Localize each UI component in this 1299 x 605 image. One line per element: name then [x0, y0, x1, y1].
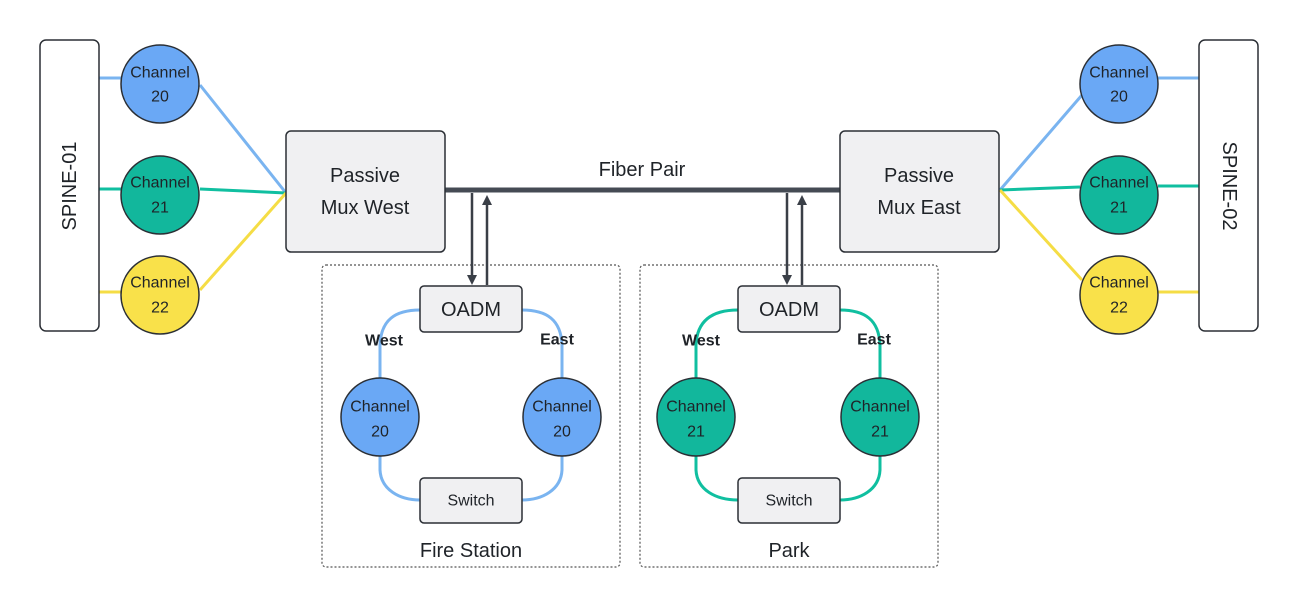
- ring-fire-station-west-lower: [378, 455, 421, 502]
- park-site-label: Park: [768, 540, 810, 562]
- mux-west[interactable]: Passive Mux West: [285, 130, 446, 253]
- ring-park-west-upper: [694, 308, 739, 380]
- right-channel-20-line2: 20: [1110, 89, 1128, 106]
- right-channel-21-line2: 21: [1110, 200, 1128, 217]
- ring-park-west-lower: [694, 455, 739, 502]
- fire-station-oadm-label: OADM: [441, 299, 501, 321]
- ring-park-east-upper: [839, 308, 882, 380]
- fire-station-channel-west-line1: Channel: [350, 399, 410, 416]
- left-channel-21-line2: 21: [151, 200, 169, 217]
- spine-02-label: SPINE-02: [1218, 142, 1240, 231]
- park-channel-east-line1: Channel: [850, 399, 910, 416]
- right-channel-20[interactable]: Channel 20: [1079, 44, 1159, 124]
- fire-station-site-label: Fire Station: [420, 540, 522, 562]
- ring-fire-station-west-upper: [378, 308, 421, 380]
- left-channel-22-line2: 22: [151, 300, 169, 317]
- fire-station-channel-east[interactable]: Channel 20: [522, 377, 602, 457]
- ring-park-east-lower: [839, 455, 882, 502]
- ch20-muxwest-link: [198, 84, 288, 194]
- fire-station-switch[interactable]: Switch: [419, 477, 523, 524]
- park-drop: [782, 193, 807, 285]
- right-channel-21[interactable]: Channel 21: [1079, 155, 1159, 235]
- park-switch-label: Switch: [765, 493, 812, 510]
- spine-02[interactable]: SPINE-02: [1198, 39, 1259, 332]
- park-west-label: West: [682, 333, 721, 350]
- ring-fire-station-east-upper: [521, 308, 564, 380]
- park-oadm[interactable]: OADM: [737, 285, 841, 333]
- right-channel-22-line2: 22: [1110, 300, 1128, 317]
- ring-fire-station-east-lower: [521, 455, 564, 502]
- spine-01-label: SPINE-01: [59, 142, 81, 231]
- mux-east-line1: Passive: [884, 165, 954, 187]
- left-channel-20[interactable]: Channel 20: [120, 44, 200, 124]
- park-oadm-label: OADM: [759, 299, 819, 321]
- park-east-label: East: [857, 332, 891, 349]
- ring-fire-station: [378, 308, 564, 502]
- ch22-muxeast-link: [998, 188, 1084, 282]
- right-channel-22[interactable]: Channel 22: [1079, 255, 1159, 335]
- park-channel-west-line1: Channel: [666, 399, 726, 416]
- park-channel-west-line2: 21: [687, 424, 705, 441]
- left-channel-22-line1: Channel: [130, 275, 190, 292]
- right-channel-22-line1: Channel: [1089, 275, 1149, 292]
- ch20-muxeast-link: [998, 94, 1084, 191]
- ch21-muxwest-link: [199, 187, 287, 195]
- park-switch[interactable]: Switch: [737, 477, 841, 524]
- left-channel-21[interactable]: Channel 21: [120, 155, 200, 235]
- fire-station-channel-west[interactable]: Channel 20: [340, 377, 420, 457]
- left-channel-22[interactable]: Channel 22: [120, 255, 200, 335]
- left-channel-21-line1: Channel: [130, 175, 190, 192]
- fire-station-oadm[interactable]: OADM: [419, 285, 523, 333]
- fiber-pair-label: Fiber Pair: [599, 159, 686, 181]
- ch21-muxeast-link: [999, 185, 1081, 192]
- fire-station-switch-label: Switch: [447, 493, 494, 510]
- fire-station-east-label: East: [540, 332, 574, 349]
- spine-01[interactable]: SPINE-01: [39, 39, 100, 332]
- mux-west-line1: Passive: [330, 165, 400, 187]
- mux-west-line2: Mux West: [321, 197, 410, 219]
- left-channel-20-line2: 20: [151, 89, 169, 106]
- mux-east-line2: Mux East: [877, 197, 961, 219]
- ch22-muxwest-link: [198, 192, 288, 291]
- site-box-park: [639, 264, 939, 568]
- right-links: [998, 76, 1199, 294]
- right-channel-20-line1: Channel: [1089, 65, 1149, 82]
- mux-east[interactable]: Passive Mux East: [839, 130, 1000, 253]
- fire-station-channel-east-line1: Channel: [532, 399, 592, 416]
- left-channel-20-line1: Channel: [130, 65, 190, 82]
- fire-station-drop: [467, 193, 492, 285]
- park-channel-east[interactable]: Channel 21: [840, 377, 920, 457]
- right-channel-21-line1: Channel: [1089, 175, 1149, 192]
- ring-park: [694, 308, 882, 502]
- park-channel-east-line2: 21: [871, 424, 889, 441]
- fire-station-west-label: West: [365, 333, 404, 350]
- fire-station-channel-west-line2: 20: [371, 424, 389, 441]
- park-channel-west[interactable]: Channel 21: [656, 377, 736, 457]
- fire-station-channel-east-line2: 20: [553, 424, 571, 441]
- left-links: [99, 76, 288, 294]
